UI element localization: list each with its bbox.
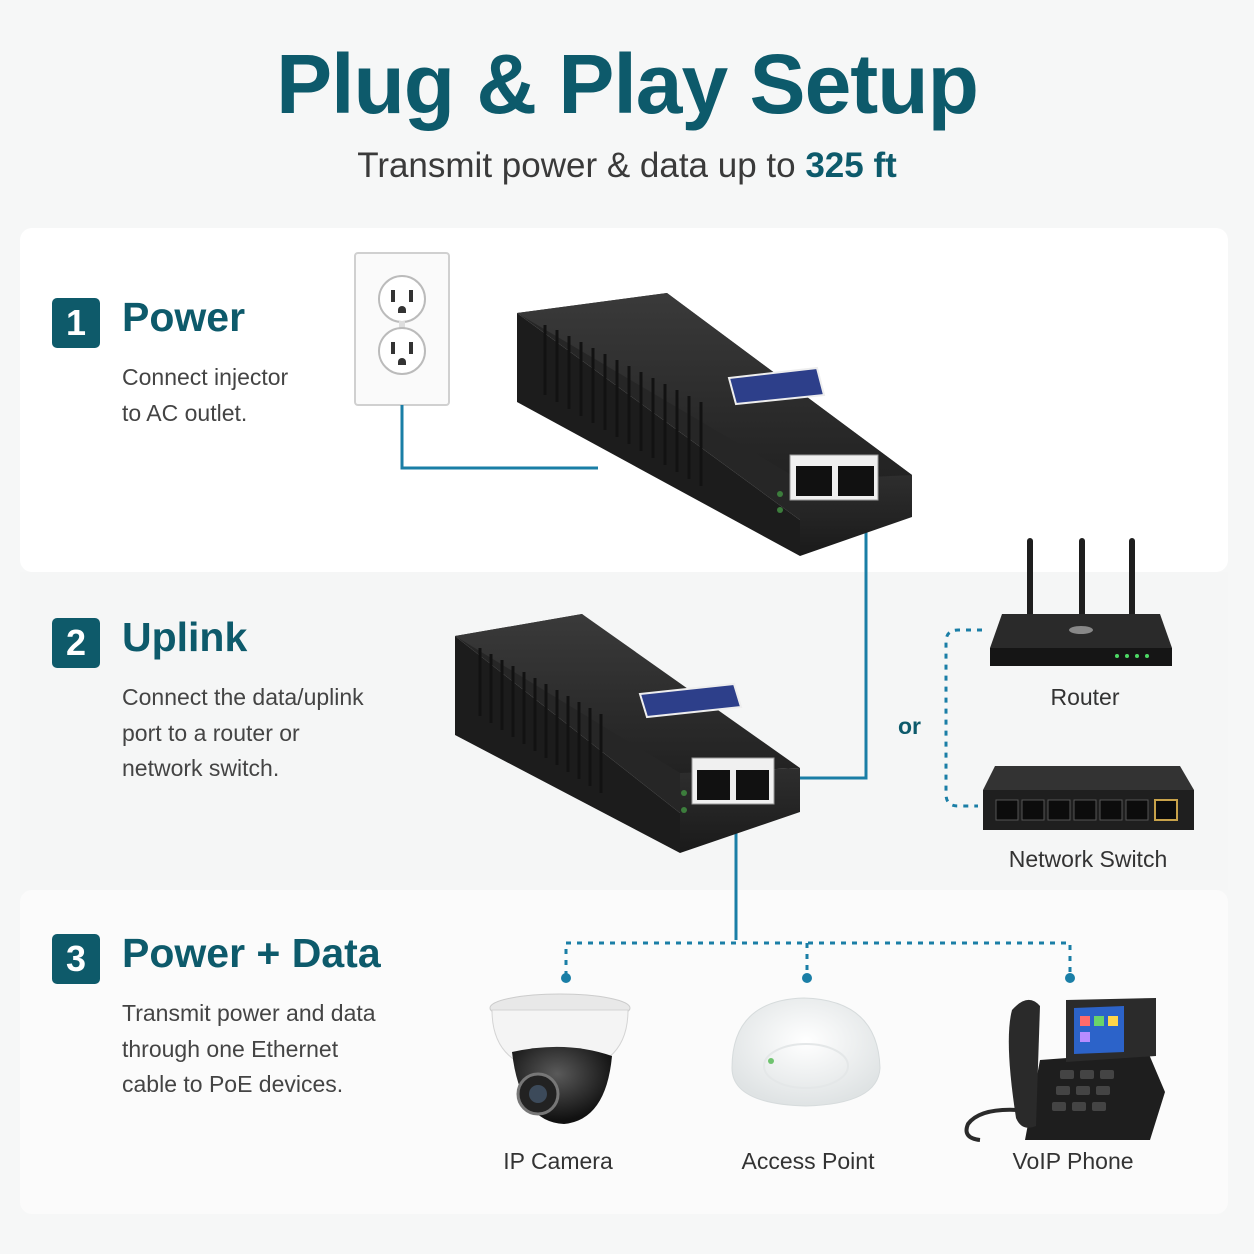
voip-phone-label: VoIP Phone (1012, 1148, 1134, 1174)
poe-injector-2-icon (455, 614, 800, 853)
router-label: Router (1050, 684, 1120, 710)
router-icon (990, 538, 1172, 666)
step-3-badge: 3 (52, 934, 100, 984)
step-2-description: Connect the data/uplink port to a router… (122, 680, 422, 787)
step-3-description: Transmit power and data through one Ethe… (122, 996, 422, 1103)
network-switch-icon (983, 766, 1194, 830)
link-dots (561, 973, 1075, 983)
step-3-desc-line: through one Ethernet (122, 1035, 339, 1062)
step-1-desc-line: to AC outlet. (122, 399, 248, 426)
step-1-badge: 1 (52, 298, 100, 348)
distance-highlight: 325 ft (805, 146, 897, 185)
step-3-title: Power + Data (122, 930, 381, 976)
step-2-desc-line: port to a router or (122, 719, 300, 746)
step-2-desc-line: Connect the data/uplink (122, 684, 364, 710)
voip-phone-icon (964, 998, 1165, 1142)
step-3-desc-line: Transmit power and data (122, 1000, 376, 1026)
ip-camera-icon (489, 993, 631, 1124)
access-point-label: Access Point (741, 1148, 875, 1174)
page-subtitle: Transmit power & data up to 325 ft (0, 146, 1254, 186)
step-2-badge: 2 (52, 618, 100, 668)
step-1-title: Power (122, 294, 246, 340)
cable-lines (400, 405, 868, 940)
step-2-title: Uplink (122, 614, 248, 660)
ip-camera-label: IP Camera (503, 1148, 613, 1174)
ac-outlet-icon (354, 252, 450, 406)
step-2-desc-line: network switch. (122, 755, 280, 781)
dotted-links (564, 628, 1072, 976)
step-1-description: Connect injector to AC outlet. (122, 360, 422, 431)
subtitle-text: Transmit power & data up to (357, 146, 806, 185)
access-point-icon (731, 997, 881, 1107)
step-3-desc-line: cable to PoE devices. (122, 1071, 344, 1097)
poe-injector-1-icon (517, 293, 912, 556)
step-1-desc-line: Connect injector (122, 364, 289, 390)
page-title: Plug & Play Setup (276, 37, 979, 131)
or-label: or (898, 713, 921, 739)
network-switch-label: Network Switch (1008, 846, 1168, 872)
